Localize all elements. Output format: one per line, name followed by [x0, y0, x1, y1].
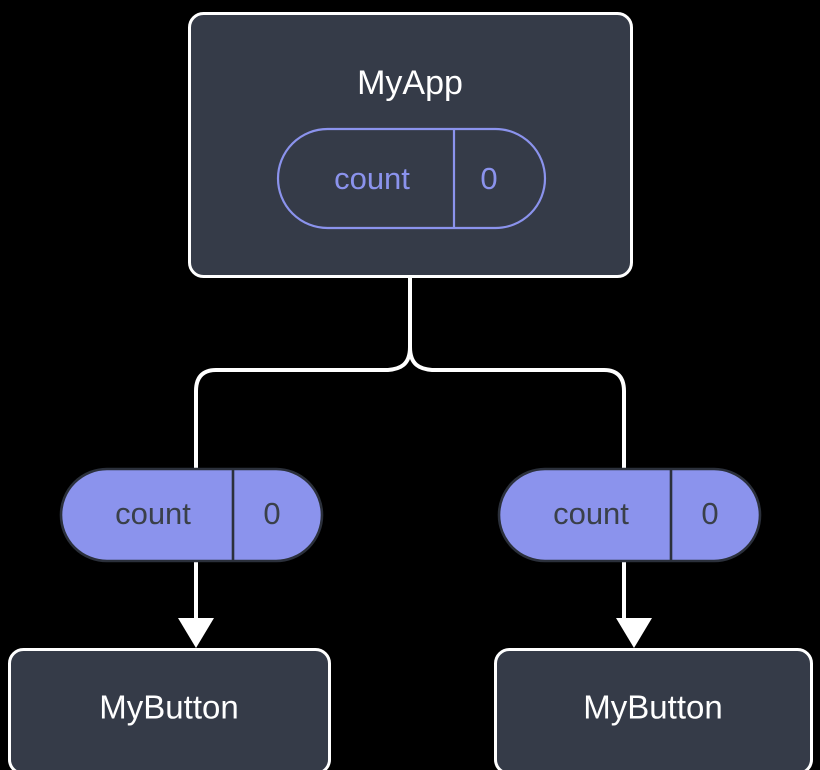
state-pill-root-shape [276, 127, 547, 230]
state-pill-right-value: 0 [701, 496, 718, 531]
state-pill-left[interactable]: count 0 [59, 467, 324, 563]
arrowhead-right-icon [616, 618, 652, 648]
node-mybutton-left-title: MyButton [99, 689, 238, 726]
state-pill-left-shape [59, 467, 324, 563]
node-mybutton-right-box [494, 648, 813, 770]
node-mybutton-right-title: MyButton [583, 689, 722, 726]
node-mybutton-left-box [8, 648, 331, 770]
state-pill-root[interactable]: count 0 [276, 127, 547, 230]
state-pill-root-value: 0 [480, 161, 497, 196]
edge-fork-right [408, 346, 626, 478]
node-myapp-title: MyApp [357, 64, 463, 102]
state-pill-left-key: count [115, 496, 191, 531]
arrowhead-left-icon [178, 618, 214, 648]
node-mybutton-right[interactable]: MyButton [494, 648, 813, 770]
edge-fork-left [194, 346, 412, 478]
state-pill-right-key: count [553, 496, 629, 531]
state-pill-root-key: count [334, 161, 410, 196]
state-pill-right-shape [497, 467, 762, 563]
node-myapp[interactable]: MyApp count 0 [188, 12, 633, 278]
node-mybutton-left[interactable]: MyButton [8, 648, 331, 770]
node-myapp-box [188, 12, 633, 278]
state-pill-right[interactable]: count 0 [497, 467, 762, 563]
state-pill-left-value: 0 [263, 496, 280, 531]
